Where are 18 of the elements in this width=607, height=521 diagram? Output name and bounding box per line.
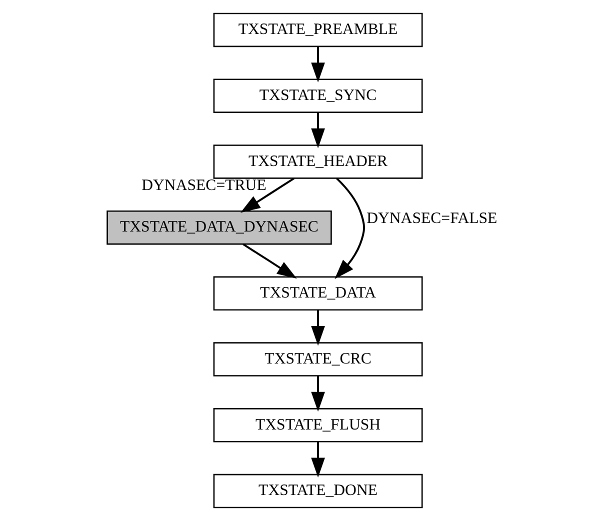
node-box: TXSTATE_HEADER xyxy=(213,144,423,179)
node-box: TXSTATE_DONE xyxy=(213,474,423,508)
edge-label: DYNASEC=TRUE xyxy=(142,177,266,194)
node-box: TXSTATE_PREAMBLE xyxy=(213,12,423,48)
arrow xyxy=(311,46,325,82)
arrow xyxy=(311,442,325,478)
node-box: TXSTATE_SYNC xyxy=(213,78,423,113)
arrow xyxy=(311,112,325,148)
arrow xyxy=(311,310,325,346)
arrow xyxy=(311,376,325,412)
node-box: TXSTATE_CRC xyxy=(213,342,423,376)
node-box: TXSTATE_DATA_DYNASEC xyxy=(106,210,332,245)
edge-label: DYNASEC=FALSE xyxy=(366,210,498,228)
node-box: TXSTATE_DATA xyxy=(213,276,423,311)
arrow xyxy=(242,243,297,279)
arrow xyxy=(240,178,295,213)
arrow xyxy=(334,178,366,279)
node-box: TXSTATE_FLUSH xyxy=(213,408,423,442)
